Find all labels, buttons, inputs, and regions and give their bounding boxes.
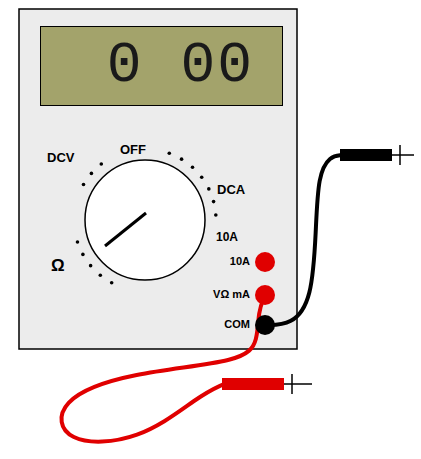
range-dot [214, 213, 218, 217]
range-label: DCA [217, 183, 245, 196]
range-label: Ω [51, 257, 65, 274]
range-label: DCV [47, 151, 74, 164]
range-dot [99, 162, 103, 166]
probe-tip [284, 383, 312, 385]
display-reading: 0 00 [107, 37, 254, 95]
range-dot [110, 281, 114, 285]
range-dot [90, 172, 94, 176]
jack-label: 10A [230, 256, 250, 267]
jack-socket [255, 315, 275, 335]
dial-knob [85, 160, 205, 280]
dial-pointer [105, 213, 146, 246]
range-label: OFF [120, 143, 146, 156]
jack-socket [255, 285, 275, 305]
range-dot [180, 157, 184, 161]
range-dot [99, 273, 103, 277]
range-dot [89, 264, 93, 268]
range-dot [191, 165, 195, 169]
range-dot [207, 187, 211, 191]
lcd-display: 0 00 [40, 26, 283, 106]
probe-guard [399, 145, 401, 165]
range-dot [200, 175, 204, 179]
red-lead [61, 295, 265, 442]
meter-body [19, 9, 297, 349]
input-jacks [255, 252, 275, 335]
probe-tip [392, 154, 414, 156]
red-probe [222, 378, 284, 390]
range-dot [81, 253, 85, 257]
test-leads [61, 145, 414, 442]
jack-label: VΩ mA [213, 289, 250, 300]
probe-guard [291, 374, 293, 394]
range-dot [212, 200, 216, 204]
range-dot [82, 183, 86, 187]
range-dot [167, 151, 171, 155]
jack-socket [255, 252, 275, 272]
range-dot [76, 240, 80, 244]
selector-dial [76, 151, 218, 284]
range-label: 10A [216, 231, 238, 243]
black-probe [340, 149, 392, 161]
black-lead [265, 155, 342, 325]
jack-label: COM [224, 319, 250, 330]
